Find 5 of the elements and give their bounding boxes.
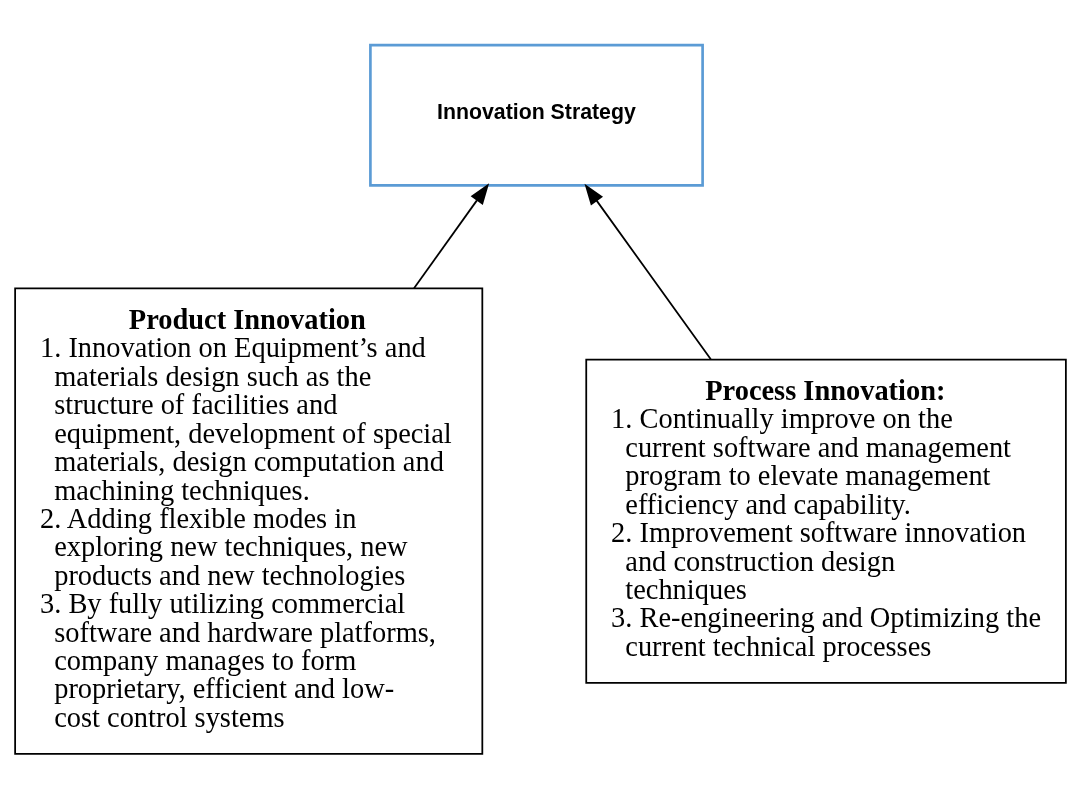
- arrow: [413, 182, 490, 289]
- node-box: Process Innovation: 1. Continually improve on the current software and management program to elevate management efficiency and capability. 2. Improvement software innovation and construction design techniques 3. Re-engineering and Optimizing the current technical processes: [585, 358, 1067, 684]
- node-box: Product Innovation 1. Innovation on Equipment’s and materials design such as the structure of facilities and equipment, development of special materials, design computation and machining techniques. 2. Adding flexible modes in exploring new techniques, new products and new technologies 3. By fully utilizing commercial software and hardware platforms, company manages to form proprietary, efficient and low-cost control systems: [14, 287, 484, 755]
- node-box: Innovation Strategy: [369, 43, 704, 187]
- arrow: [584, 183, 712, 360]
